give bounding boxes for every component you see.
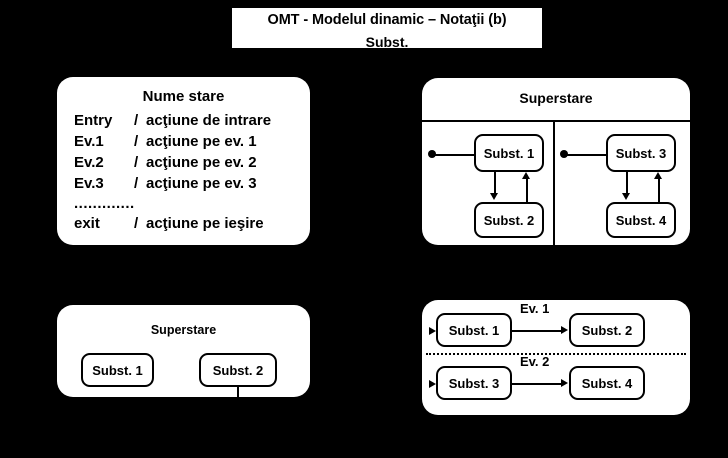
- substate-box[interactable]: Subst. 1: [81, 353, 154, 387]
- event-transition-line: [512, 330, 564, 332]
- title-bar: OMT - Modelul dinamic – Notaţii (b) Subs…: [232, 8, 542, 48]
- arrow-up-icon: [654, 172, 662, 179]
- substate-box[interactable]: Subst. 4: [606, 202, 676, 238]
- action-trigger: Ev.1: [74, 133, 104, 150]
- action-separator: /: [134, 154, 139, 171]
- transition-down-left: [494, 172, 496, 196]
- action-trigger: Ev.3: [74, 175, 104, 192]
- transition-down-right: [626, 172, 628, 196]
- arrow-down-icon: [622, 193, 630, 200]
- state-notation-panel: Nume stare Entry / acţiune de intrare Ev…: [57, 77, 310, 245]
- concurrent-region-divider: [553, 120, 555, 245]
- state-action-row: Ev.2 / acţiune pe ev. 2: [74, 152, 310, 173]
- action-separator: /: [134, 112, 139, 129]
- page-title: OMT - Modelul dinamic – Notaţii (b): [267, 12, 507, 28]
- state-action-row: Ev.3 / acţiune pe ev. 3: [74, 173, 310, 194]
- action-description: acţiune pe ev. 1: [146, 133, 257, 150]
- action-separator: /: [134, 215, 139, 232]
- superstate-header-divider: [422, 120, 690, 122]
- substate-box[interactable]: Subst. 1: [474, 134, 544, 172]
- arrow-up-icon: [522, 172, 530, 179]
- concurrent-superstate-panel: Superstare Subst. 1 Subst. 2 Subst. 3 Su…: [422, 78, 690, 245]
- title-clipped-subtext: Subst.: [365, 34, 409, 48]
- substate-box[interactable]: Subst. 1: [436, 313, 512, 347]
- state-exit-row: exit / acţiune pe ieşire: [74, 213, 310, 234]
- action-trigger: Entry: [74, 112, 113, 129]
- event-transition-line: [512, 383, 564, 385]
- substate-box[interactable]: Subst. 3: [606, 134, 676, 172]
- arrow-right-icon: [561, 326, 568, 334]
- substate-box[interactable]: Subst. 2: [474, 202, 544, 238]
- transition-up-left: [526, 178, 528, 204]
- substate-box[interactable]: Subst. 3: [436, 366, 512, 400]
- event-label: Ev. 1: [520, 301, 550, 316]
- action-separator: /: [134, 133, 139, 150]
- substate-box[interactable]: Subst. 2: [199, 353, 277, 387]
- action-description: acţiune de intrare: [146, 112, 272, 129]
- action-description: acţiune pe ev. 2: [146, 154, 257, 171]
- arrow-right-icon: [429, 380, 436, 388]
- concurrent-events-panel: Subst. 1 Ev. 1 Subst. 2 Subst. 3 Ev. 2 S…: [422, 300, 690, 415]
- initial-transition-left: [432, 154, 474, 156]
- arrow-right-icon: [429, 327, 436, 335]
- transition-up-right: [658, 178, 660, 204]
- superstate-panel: Superstare Subst. 1 Subst. 2: [57, 305, 310, 397]
- outgoing-transition-line: [237, 387, 239, 397]
- event-label: Ev. 2: [520, 354, 550, 369]
- state-action-row: Entry / acţiune de intrare: [74, 110, 310, 131]
- concurrent-region-dotted-divider: [426, 353, 686, 355]
- action-trigger: exit: [74, 215, 100, 232]
- state-action-list: Entry / acţiune de intrare Ev.1 / acţiun…: [74, 110, 310, 234]
- action-trigger: Ev.2: [74, 154, 104, 171]
- arrow-right-icon: [561, 379, 568, 387]
- substate-box[interactable]: Subst. 2: [569, 313, 645, 347]
- arrow-down-icon: [490, 193, 498, 200]
- superstate-title: Superstare: [150, 323, 217, 337]
- substate-box[interactable]: Subst. 4: [569, 366, 645, 400]
- action-ellipsis: .............: [74, 195, 135, 212]
- action-description: acţiune pe ev. 3: [146, 175, 257, 192]
- action-description: acţiune pe ieşire: [146, 215, 264, 232]
- superstate-title: Superstare: [519, 90, 593, 106]
- initial-transition-right: [564, 154, 606, 156]
- action-separator: /: [134, 175, 139, 192]
- state-name-label: Nume stare: [142, 88, 225, 105]
- state-action-row: Ev.1 / acţiune pe ev. 1: [74, 131, 310, 152]
